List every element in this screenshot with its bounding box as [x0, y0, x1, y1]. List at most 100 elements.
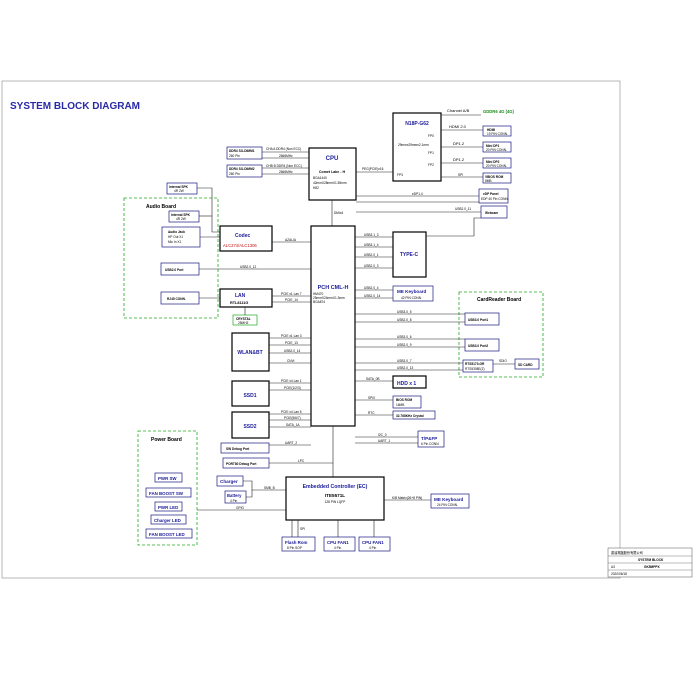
fan-boost-led[interactable] — [145, 528, 193, 539]
hdd-bus: SATA_0B — [366, 377, 380, 381]
flash-sub: 8 Pin SOP — [287, 546, 302, 550]
usb3-port1-name: USB3.0 Port1 — [468, 318, 488, 322]
ssd1-block[interactable] — [231, 380, 270, 407]
ddr-dimm2-name: DDR4 SO-DIMM2 — [229, 167, 255, 171]
touchpad-fp[interactable] — [417, 430, 445, 448]
gddr-label: GDDR6 4G (4G) — [483, 109, 515, 114]
internal-spk-1-sub: 4R 2W — [174, 189, 184, 193]
cpu-fan1-b[interactable] — [358, 536, 391, 552]
fan-boost-sw[interactable] — [145, 487, 192, 498]
ec-block[interactable] — [285, 476, 385, 521]
internal-spk-1[interactable] — [166, 182, 198, 195]
ec-name: Embedded Controller (EC) — [303, 484, 368, 490]
minidp1-port[interactable] — [482, 141, 512, 153]
fan2-name: CPU FAN1 — [362, 540, 384, 545]
charger-led[interactable] — [150, 514, 187, 525]
flash-rom[interactable] — [281, 536, 316, 552]
cpu-block[interactable] — [308, 147, 357, 201]
wlan-bus-2: USB2.0_14 — [284, 349, 301, 353]
hdmi-port[interactable] — [482, 125, 512, 137]
vbios-bus: SPI — [458, 173, 463, 177]
gpu-block[interactable] — [392, 112, 442, 182]
tb-date: 2020/06/18 — [611, 572, 627, 576]
ec-sub: 128 PIN LQFP — [325, 500, 346, 504]
peg-bus: PEG(PCIE)x16 — [362, 167, 384, 171]
hdmi-sub: 19 PIN CONN. — [487, 132, 508, 136]
hdd-block[interactable] — [392, 375, 427, 389]
minidp1-sub: 20 PIN CONN. — [486, 148, 507, 152]
typec-name: TYPE-C — [400, 252, 419, 258]
rts5170-name: RTS5170-GR — [465, 362, 485, 366]
ssd1-bus-1: PCIE(1/2/3) — [284, 386, 301, 390]
internal-spk-2[interactable] — [168, 210, 200, 223]
tpff-bus2: UART_1 — [378, 439, 390, 443]
tpff-bus1: I2C_0 — [378, 433, 387, 437]
charger-name: Charger — [220, 479, 238, 484]
codec-bus: AZALIA — [285, 238, 297, 242]
cr-bus-2: USB3.0_6 — [397, 335, 412, 339]
gpu-line1: 29mmx29mmx2.1mm — [398, 143, 429, 147]
fan2-sub: 4 Pin — [369, 546, 376, 550]
me-keyboard-ec[interactable] — [430, 493, 470, 509]
ddr-a-bus: CHA A DDR4 (Non ECC) — [266, 147, 301, 151]
edp-bus: eDP1.4 — [412, 192, 423, 196]
minidp2-port[interactable] — [482, 157, 512, 169]
cpu-name: CPU — [326, 156, 339, 162]
bios-rom[interactable] — [392, 395, 422, 409]
lan-block[interactable] — [219, 288, 273, 308]
cr-bus-3: USB2.0_9 — [397, 343, 412, 347]
audio-board-region — [123, 197, 219, 319]
hdmi-name: HDMI — [487, 128, 495, 132]
pch-block[interactable] — [310, 225, 356, 427]
cpu-line4: H82 — [313, 186, 319, 190]
codec-block[interactable] — [219, 225, 273, 252]
kb-matrix-bus: K/B Matrix(26+8 PIN) — [392, 496, 422, 500]
ddr-dimm2[interactable] — [226, 164, 263, 178]
usb3-port1[interactable] — [464, 312, 500, 326]
typec-bus-1: USB3.1_4 — [364, 243, 379, 247]
pch-line2: 25mmX24mmX1.3mm — [313, 296, 345, 300]
ssd2-bus-0: PCIE x4 Lan 5 — [281, 410, 302, 414]
cpu-fan1-a[interactable] — [323, 536, 356, 552]
wlan-bus-3: CNVi — [287, 359, 295, 363]
pwr-sw-label: PWR SW — [158, 476, 177, 481]
codec-part: ALC274/ALC1306 — [223, 243, 257, 248]
ddr-dimm1[interactable] — [226, 146, 263, 160]
pwr-led[interactable] — [154, 501, 183, 512]
power-board-region — [137, 430, 198, 546]
internal-spk-1-name: Internal SPK — [169, 185, 189, 189]
lpc-bus: LPC — [298, 459, 305, 463]
wlan-bt-block[interactable] — [231, 332, 270, 372]
ddr-a-speed: 2666MHz — [279, 154, 293, 158]
sw-debug-port[interactable] — [220, 442, 270, 454]
cpu-line2: BGA1440 — [313, 176, 327, 180]
pwr-sw[interactable] — [154, 472, 183, 483]
vbios-sub: 8MB — [485, 179, 492, 183]
webcam-bus: USB2.0_11 — [455, 207, 471, 211]
sw-debug-bus: UART_2 — [285, 441, 297, 445]
audio-jack-sub1: HP Out X1 — [168, 235, 183, 239]
bios-sub: 16MB — [396, 403, 404, 407]
me-kb-sub: 42 PIN CONN. — [401, 296, 422, 300]
sheet-border — [1, 80, 621, 579]
usb3-port2[interactable] — [464, 338, 500, 352]
me-kb2-sub: 24 PIN CONN. — [437, 503, 458, 507]
charger-led-label: Charger LED — [154, 518, 181, 523]
lan-bus: PCIE x1 Lan 7 — [281, 292, 302, 296]
internal-spk-2-sub: 4R 2W — [176, 217, 186, 221]
vbios-name: VBIOS ROM — [485, 175, 504, 179]
ssd2-block[interactable] — [231, 411, 270, 439]
pch-name: PCH CML-H — [318, 285, 349, 291]
me-keyboard-pch[interactable] — [392, 285, 434, 302]
ssd1-name: SSD1 — [243, 393, 256, 399]
tb-size: A3 — [611, 565, 615, 569]
rts5170[interactable] — [462, 359, 494, 373]
cr-bus-4: USB3.0_7 — [397, 359, 412, 363]
minidp1-name: Mini DP1 — [486, 144, 500, 148]
bios-bus: SPI0 — [368, 396, 375, 400]
typec-bus-0: USB3.1_3 — [364, 233, 379, 237]
vbios-rom[interactable] — [482, 172, 512, 184]
audio-jack-sub2: Mic In X1 — [168, 240, 182, 244]
typec-block[interactable] — [392, 231, 427, 278]
cardreader-board-region — [458, 291, 544, 378]
